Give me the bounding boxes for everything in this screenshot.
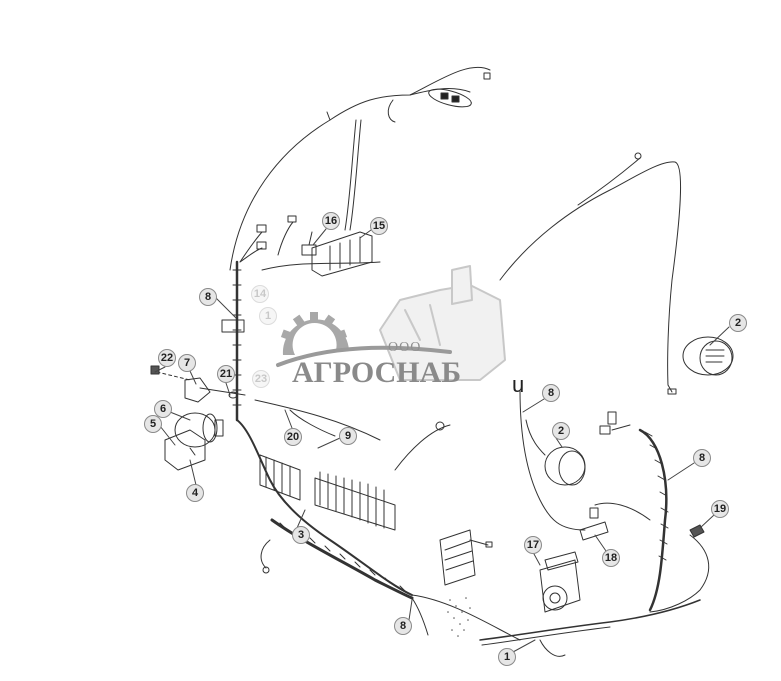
leader-lines <box>154 228 730 653</box>
heatsink-block <box>259 454 396 531</box>
callout-8-left[interactable]: 8 <box>199 288 217 306</box>
callout-19[interactable]: 19 <box>711 500 729 518</box>
callout-17[interactable]: 17 <box>524 536 542 554</box>
callout-21[interactable]: 21 <box>217 365 235 383</box>
right-harness <box>479 389 710 657</box>
callout-5[interactable]: 5 <box>144 415 162 433</box>
module-15-16 <box>261 231 381 277</box>
callout-20[interactable]: 20 <box>284 428 302 446</box>
floor-texture <box>447 597 471 637</box>
watermark-gear-icon <box>280 312 349 355</box>
callout-22[interactable]: 22 <box>158 349 176 367</box>
callout-2-rear-light[interactable]: 2 <box>729 314 747 332</box>
right-roof-wire <box>499 152 734 395</box>
callout-9[interactable]: 9 <box>339 427 357 445</box>
callout-6[interactable]: 6 <box>154 400 172 418</box>
watermark-swoosh <box>276 345 452 367</box>
callout-4[interactable]: 4 <box>186 484 204 502</box>
callout-3[interactable]: 3 <box>292 526 310 544</box>
callout-8-center[interactable]: 8 <box>542 384 560 402</box>
callout-2-work-light[interactable]: 2 <box>552 422 570 440</box>
callout-14[interactable]: 14 <box>251 285 269 303</box>
switch-assembly <box>150 365 246 471</box>
callout-16[interactable]: 16 <box>322 212 340 230</box>
watermark-suffix: u <box>512 372 525 397</box>
watermark-combine-icon <box>379 265 506 381</box>
callout-15[interactable]: 15 <box>370 217 388 235</box>
center-harness <box>236 399 521 641</box>
callout-8-right[interactable]: 8 <box>693 449 711 467</box>
callout-1[interactable]: 1 <box>498 648 516 666</box>
callout-7[interactable]: 7 <box>178 354 196 372</box>
roof-harness <box>229 66 491 271</box>
fuse-block <box>439 529 493 586</box>
callout-1-faded[interactable]: 1 <box>259 307 277 325</box>
callout-8-bottom[interactable]: 8 <box>394 617 412 635</box>
callout-18[interactable]: 18 <box>602 549 620 567</box>
callout-23[interactable]: 23 <box>252 370 270 388</box>
